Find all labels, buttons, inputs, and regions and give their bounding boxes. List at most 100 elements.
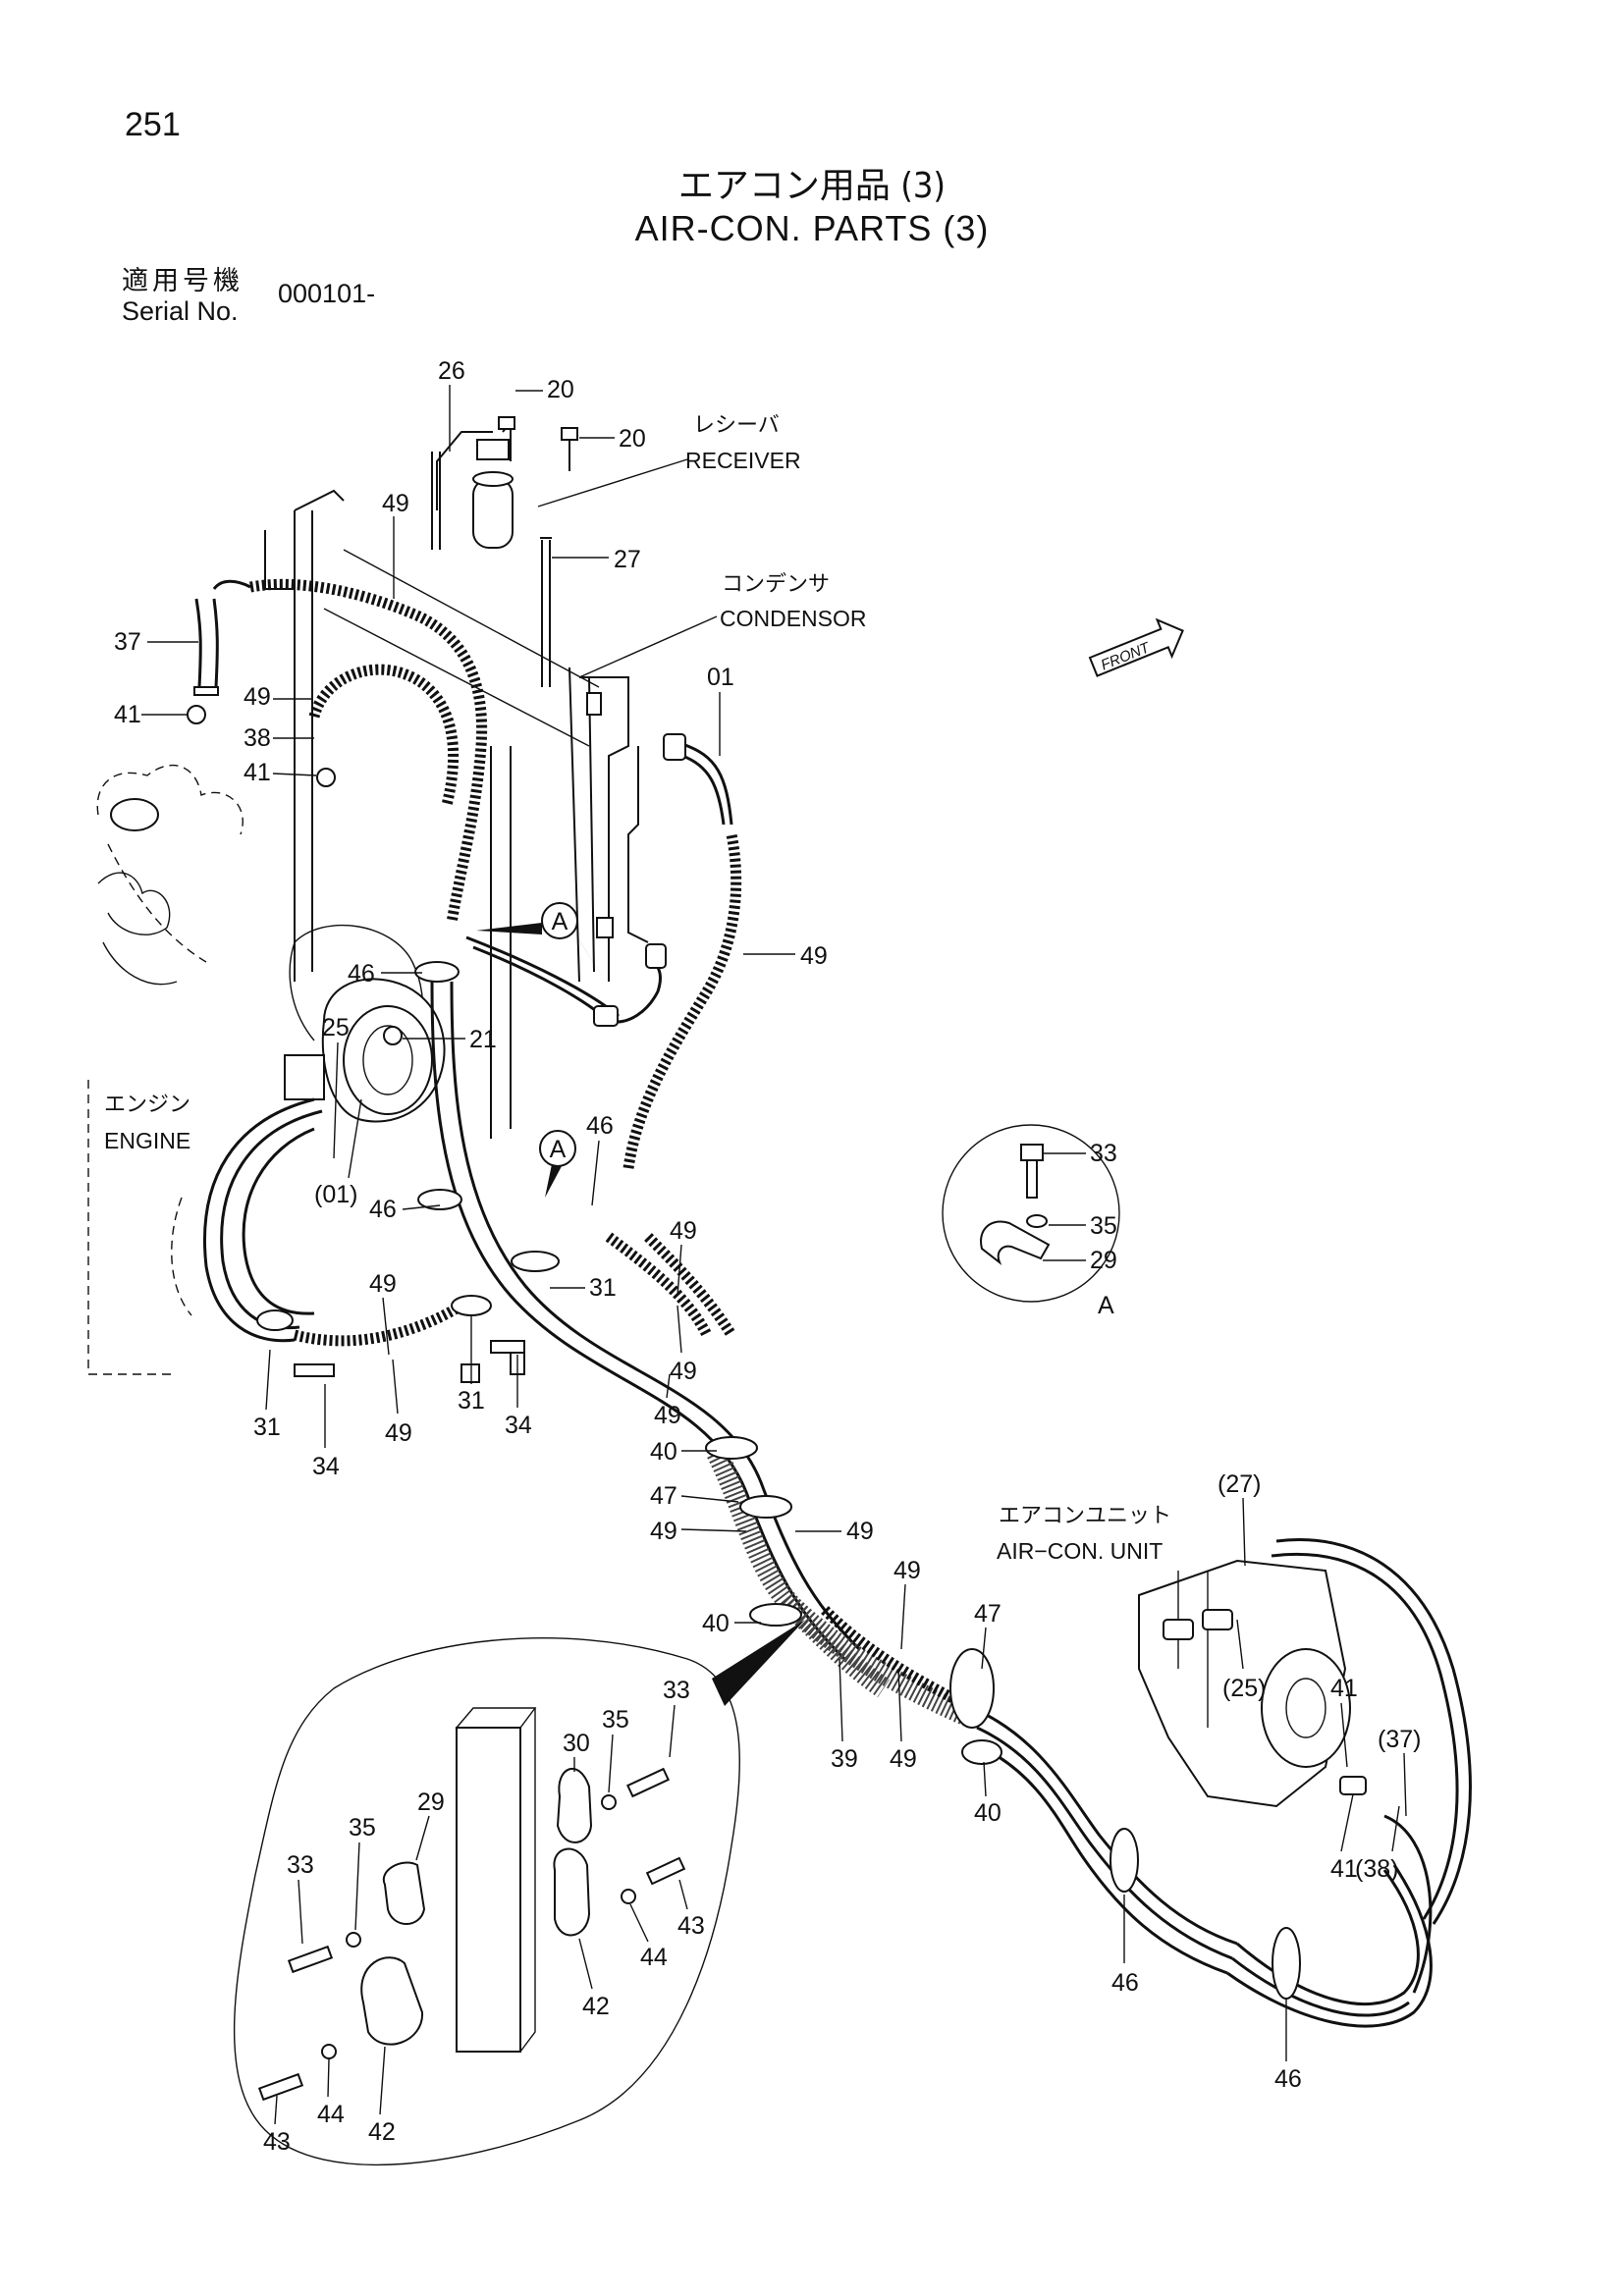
detail-a-bolt-head	[1020, 1144, 1044, 1161]
callout-47b: 47	[974, 1600, 1001, 1628]
bolt-34b	[490, 1340, 525, 1354]
section-marker-a1: A	[476, 902, 609, 987]
bolt-34a	[294, 1363, 335, 1377]
callout-34a: 34	[312, 1453, 340, 1480]
engine-label-en: ENGINE	[104, 1128, 190, 1153]
callout-20a: 20	[547, 376, 574, 403]
detail-b-callout-30: 30	[563, 1730, 590, 1757]
callout-25: 25	[322, 1014, 350, 1041]
detail-b-clamp-29	[382, 1861, 426, 1925]
callout-39: 39	[831, 1745, 858, 1773]
callout-31a: 31	[589, 1274, 617, 1302]
detail-a-circle	[942, 1124, 1120, 1303]
callout-49-right: 49	[800, 942, 828, 970]
title-english: AIR-CON. PARTS (3)	[634, 208, 990, 248]
receiver-label-en: RECEIVER	[685, 448, 801, 473]
condenser-fitting-bottom	[596, 917, 614, 938]
aircon-unit-label-jp: エアコンユニット	[999, 1504, 1171, 1528]
callout-31c: 31	[458, 1387, 485, 1415]
bolt-21	[383, 1026, 403, 1045]
detail-b-plate	[456, 1727, 521, 2053]
callout-49k: 49	[890, 1745, 917, 1773]
detail-b-callout-35b: 35	[602, 1706, 629, 1734]
detail-b-washer-35b	[601, 1794, 617, 1810]
callout-38-paren: (38)	[1355, 1855, 1398, 1883]
callout-46d: 46	[1111, 1969, 1139, 1997]
serial-label-english: Serial No.	[122, 296, 239, 326]
detail-b-outline	[233, 1637, 740, 2166]
callout-40b: 40	[702, 1610, 730, 1637]
section-marker-a2: A	[539, 1130, 576, 1198]
callout-20b: 20	[619, 425, 646, 453]
callout-49e: 49	[385, 1419, 412, 1447]
callout-41d: 41	[1330, 1855, 1358, 1883]
detail-b-callout-44a: 44	[640, 1944, 668, 1971]
callout-47a: 47	[650, 1482, 677, 1510]
aircon-unit-label-en: AIR−CON. UNIT	[997, 1538, 1163, 1564]
detail-b-callout-42a: 42	[582, 1993, 610, 2020]
callout-27-paren: (27)	[1218, 1470, 1261, 1498]
callout-49f: 49	[670, 1358, 697, 1385]
callout-41a: 41	[114, 701, 141, 728]
detail-b-callout-33b: 33	[663, 1677, 690, 1704]
title-japanese: エアコン用品 (3)	[677, 166, 947, 206]
detail-b-callout-29: 29	[417, 1789, 445, 1816]
callout-49b: 49	[244, 683, 271, 711]
detail-b-callout-43b: 43	[263, 2128, 291, 2156]
callout-49c: 49	[670, 1217, 697, 1245]
detail-b-bolt-33b	[626, 1767, 670, 1798]
callout-49d: 49	[369, 1270, 397, 1298]
detail-b-clamp-42a	[553, 1847, 591, 1937]
callout-31b: 31	[253, 1414, 281, 1441]
callout-46e: 46	[1274, 2065, 1302, 2093]
detail-b-washer-35a	[346, 1932, 361, 1948]
callout-25-paren: (25)	[1222, 1675, 1266, 1702]
detail-a-callout-33: 33	[1090, 1140, 1117, 1167]
detail-a: 33 35 29 A	[942, 1124, 1120, 1319]
page-number: 251	[125, 106, 181, 143]
callout-46c: 46	[586, 1112, 614, 1140]
bolt-20-b	[561, 427, 578, 441]
serial-label-japanese: 適用号機	[122, 266, 244, 296]
marker-a2-text: A	[550, 1136, 567, 1163]
engine-label-jp: エンジン	[104, 1093, 190, 1117]
engine-cap	[110, 798, 159, 831]
receiver-illustration	[431, 416, 578, 687]
callouts: 20 20 26 27 49 37 41 49 38 41 01 49 46 2…	[114, 357, 1421, 2093]
compressor-pulley	[343, 1005, 433, 1115]
clip-41b	[316, 768, 336, 787]
detail-b-callout-44b: 44	[317, 2101, 345, 2128]
detail-b-washer-44a	[621, 1889, 636, 1904]
detail-a-callout-35: 35	[1090, 1212, 1117, 1240]
callout-46a: 46	[348, 960, 375, 988]
condensor-label-en: CONDENSOR	[720, 606, 867, 631]
callout-26: 26	[438, 357, 465, 385]
detail-a-label: A	[1098, 1292, 1114, 1319]
detail-b-bolt-43a	[645, 1856, 686, 1886]
detail-b-bolt-33a	[287, 1945, 334, 1974]
detail-a-callout-29: 29	[1090, 1247, 1117, 1274]
compressor-bracket	[284, 1054, 325, 1100]
aircon-unit-illustration	[1138, 1559, 1367, 1808]
detail-b-callout-43a: 43	[677, 1912, 705, 1940]
callout-38: 38	[244, 724, 271, 752]
engine-illustration	[87, 765, 446, 1375]
callout-40c: 40	[974, 1799, 1001, 1827]
callout-49i: 49	[846, 1518, 874, 1545]
bolt-20-a	[498, 416, 515, 430]
detail-b-bolt-43b	[257, 2072, 304, 2102]
serial-number-value: 000101-	[278, 279, 376, 308]
detail-a-clamp	[980, 1220, 1051, 1266]
callout-49g: 49	[654, 1402, 681, 1429]
hose-routing	[193, 578, 1472, 2028]
receiver-label-jp: レシーバ	[693, 413, 780, 438]
detail-b: 33 35 30 29 35 33 43 44 42 43 44 42	[233, 1620, 805, 2166]
detail-b-callout-35a: 35	[349, 1814, 376, 1842]
condenser-illustration	[264, 489, 649, 1139]
condensor-label-jp: コンデンサ	[722, 572, 830, 597]
receiver-bracket	[476, 439, 510, 460]
marker-a1-text: A	[552, 908, 568, 935]
callout-01-paren: (01)	[314, 1181, 357, 1208]
detail-b-clamp-42b	[360, 1956, 424, 2046]
